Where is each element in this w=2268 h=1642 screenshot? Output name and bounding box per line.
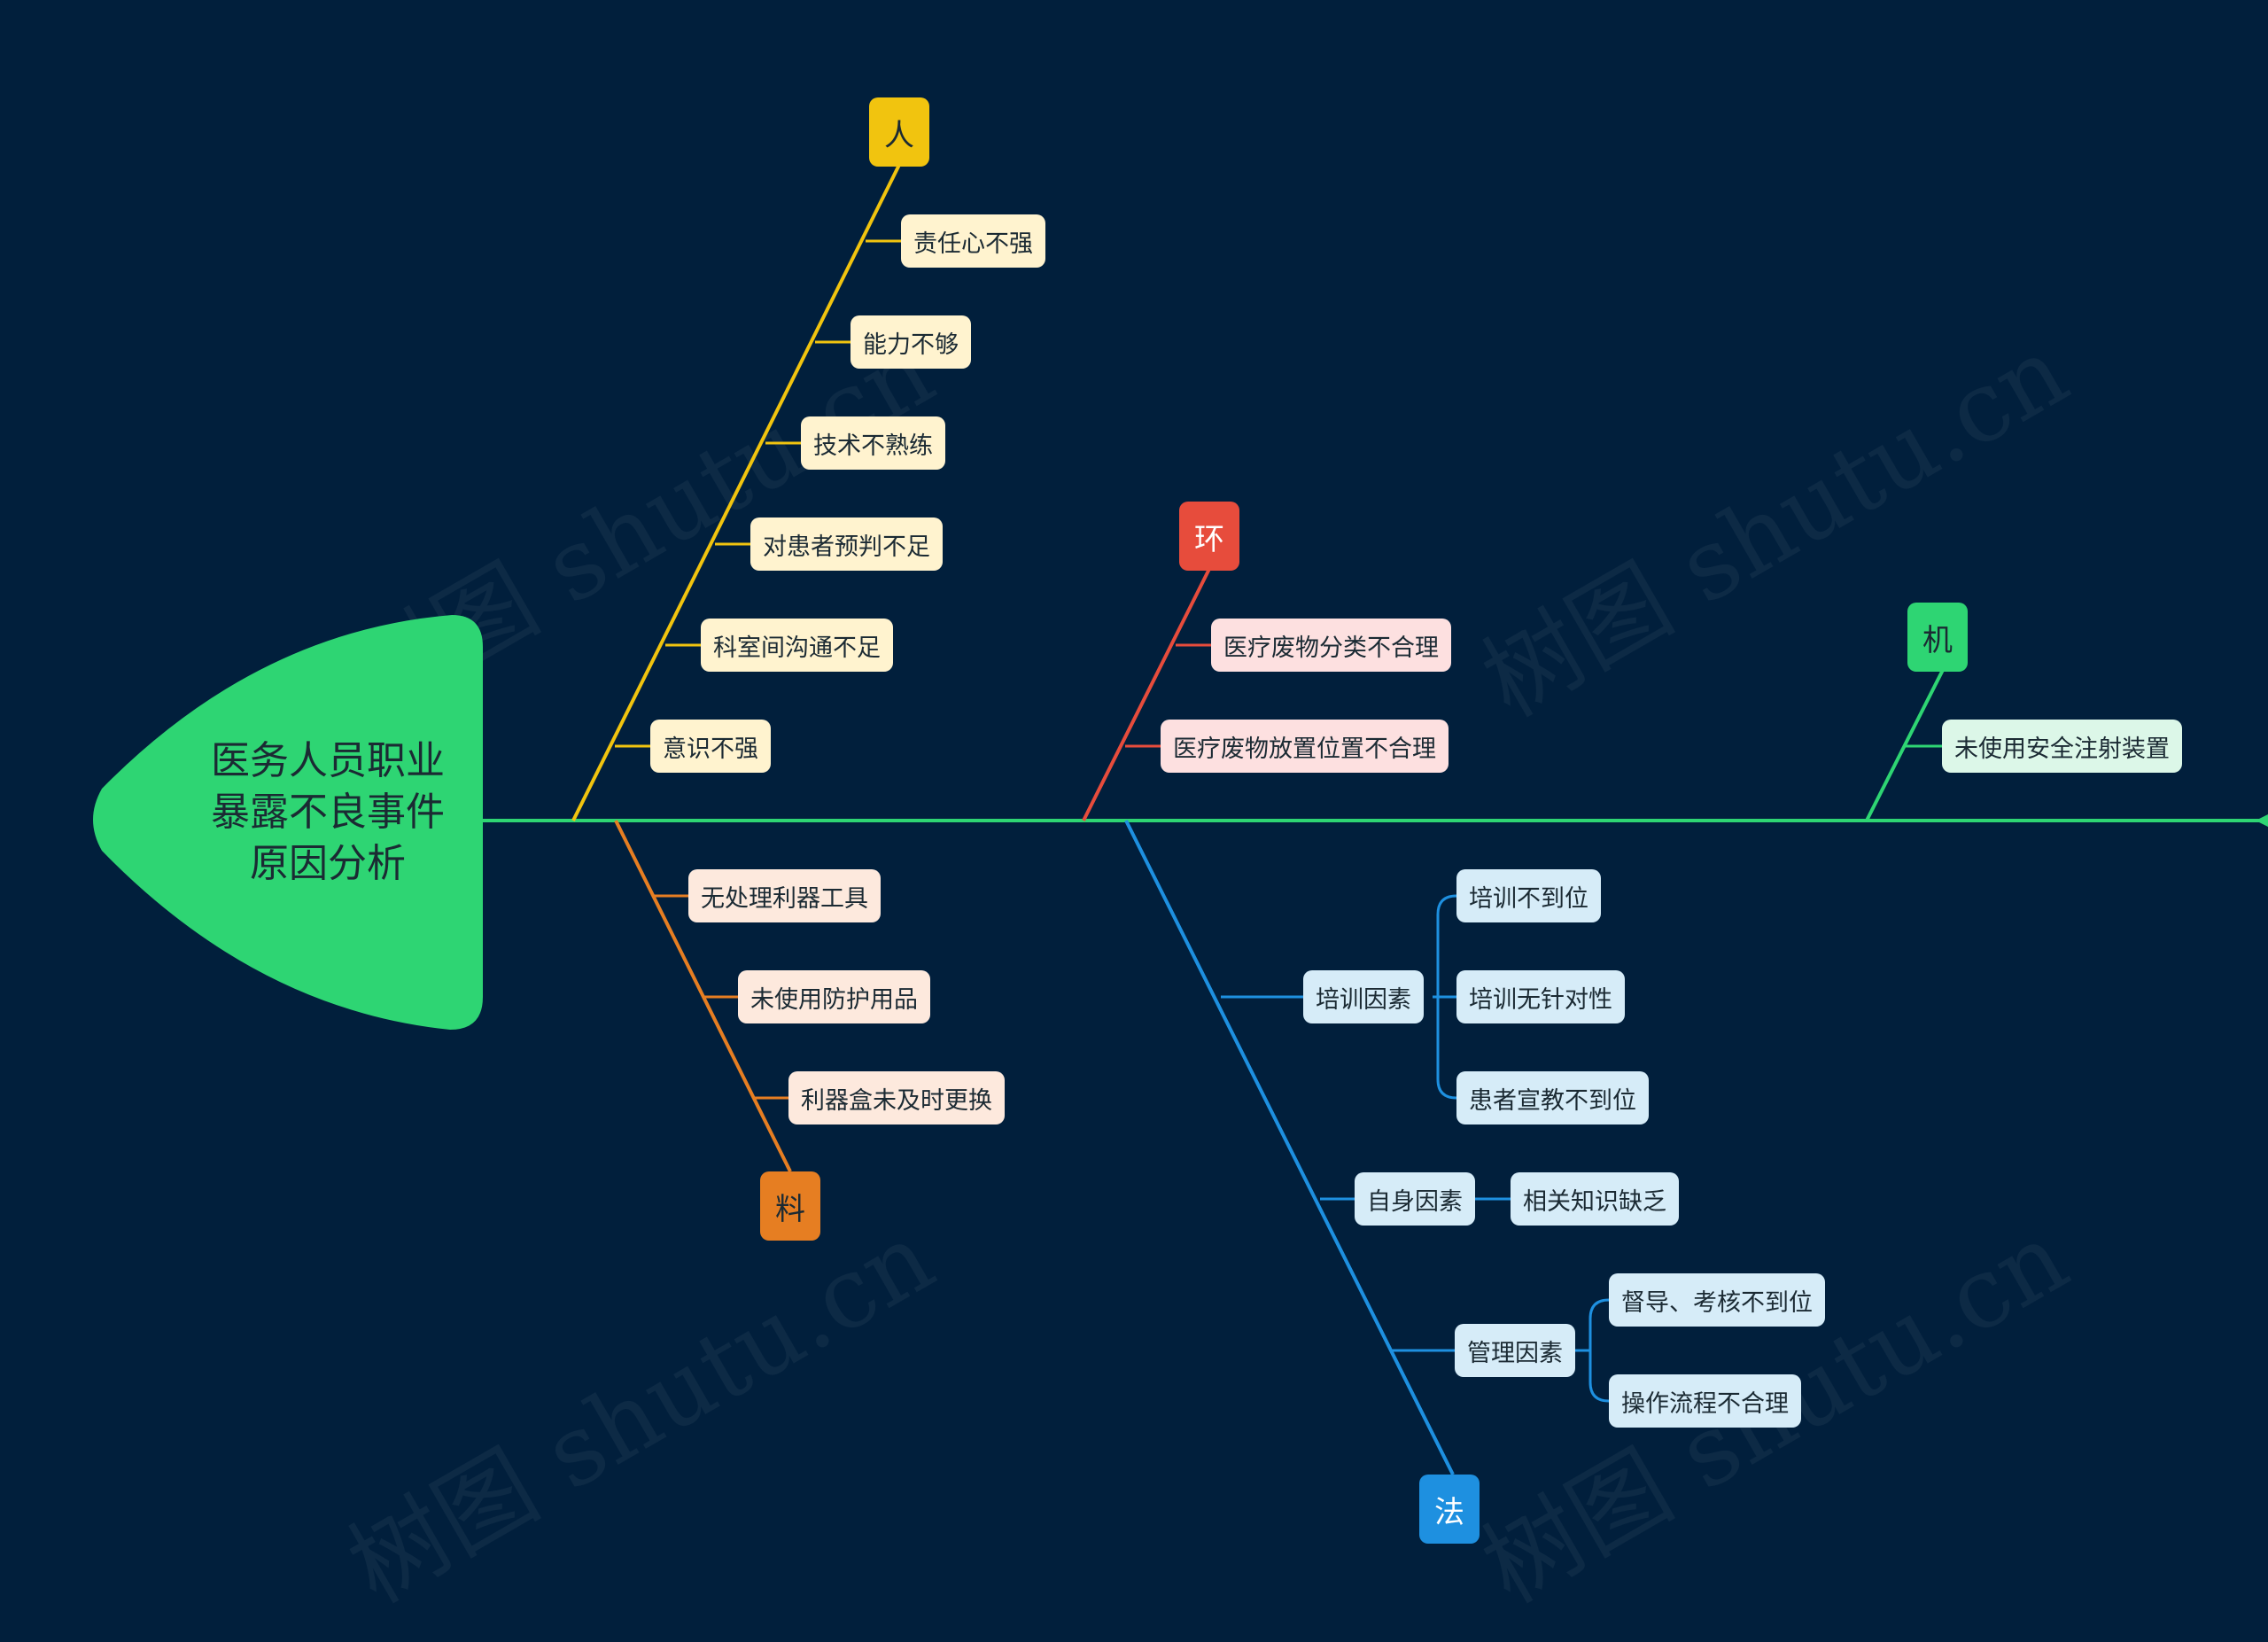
spine-tail-arrow (2256, 814, 2268, 827)
material-item[interactable]: 无处理利器工具 (688, 869, 881, 922)
category-people[interactable]: 人 (869, 97, 929, 167)
environment-item[interactable]: 医疗废物分类不合理 (1211, 619, 1451, 672)
method-item[interactable]: 相关知识缺乏 (1511, 1172, 1679, 1226)
method-item[interactable]: 培训无针对性 (1456, 970, 1625, 1023)
people-bone (571, 164, 901, 821)
machine-item[interactable]: 未使用安全注射装置 (1942, 720, 2182, 773)
method-bracket (1433, 894, 1457, 1100)
environment-item[interactable]: 医疗废物放置位置不合理 (1161, 720, 1449, 773)
environment-bone (1082, 568, 1211, 821)
method-item[interactable]: 督导、考核不到位 (1609, 1273, 1825, 1327)
fish-head-shape (93, 615, 483, 1030)
people-item[interactable]: 能力不够 (850, 315, 971, 369)
method-bone (1124, 820, 1455, 1475)
people-item[interactable]: 技术不熟练 (801, 416, 945, 470)
category-machine[interactable]: 机 (1907, 603, 1968, 672)
method-group[interactable]: 管理因素 (1455, 1324, 1575, 1377)
people-item[interactable]: 科室间沟通不足 (701, 619, 893, 672)
people-item[interactable]: 意识不强 (650, 720, 771, 773)
method-item[interactable]: 操作流程不合理 (1609, 1374, 1801, 1428)
head-title-line: 原因分析 (250, 841, 406, 886)
method-item[interactable]: 培训不到位 (1456, 869, 1601, 922)
method-group[interactable]: 培训因素 (1303, 970, 1424, 1023)
category-environment[interactable]: 环 (1179, 502, 1239, 571)
method-item[interactable]: 患者宣教不到位 (1456, 1071, 1649, 1124)
head-title: 医务人员职业 暴露不良事件 原因分析 (177, 735, 478, 890)
people-item[interactable]: 对患者预判不足 (750, 518, 943, 571)
material-item[interactable]: 利器盒未及时更换 (788, 1071, 1005, 1124)
people-item[interactable]: 责任心不强 (901, 214, 1045, 268)
category-material[interactable]: 料 (760, 1171, 820, 1241)
category-method[interactable]: 法 (1419, 1475, 1480, 1544)
method-group[interactable]: 自身因素 (1355, 1172, 1475, 1226)
head-title-line: 暴露不良事件 (211, 790, 445, 835)
head-title-line: 医务人员职业 (211, 738, 445, 783)
material-item[interactable]: 未使用防护用品 (738, 970, 930, 1023)
